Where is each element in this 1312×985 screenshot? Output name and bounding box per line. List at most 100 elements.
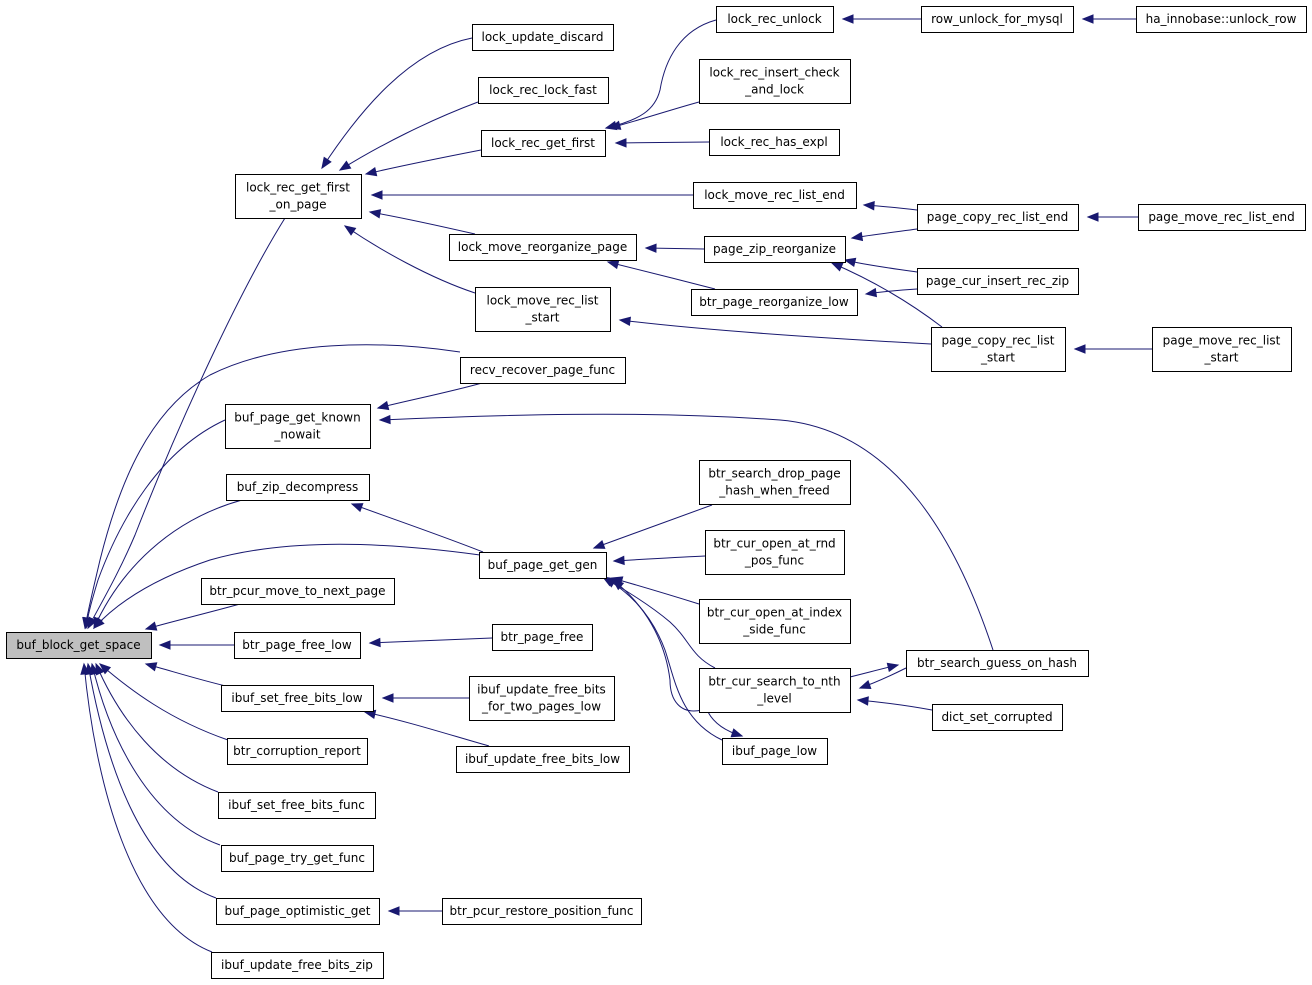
node-box [1152,327,1292,372]
edges-layer [80,14,1152,953]
node-ibuf-update-free-bits-zip[interactable]: ibuf_update_free_bits_zip [211,952,384,979]
arrowhead-lmrle-to-lrgfop [370,190,383,200]
node-buf-block-get-space[interactable]: buf_block_get_space [6,632,152,659]
node-btr-cur-open-at-rnd-pos-func[interactable]: btr_cur_open_at_rnd _pos_func [705,530,845,575]
edge-bptgf-to-root [91,663,221,846]
node-label-line: _pos_func [744,554,804,568]
node-ibuf-set-free-bits-func[interactable]: ibuf_set_free_bits_func [218,792,376,819]
edge-dsc-to-bcstnl [857,699,933,711]
arrowhead-bprpf-to-bpog [387,906,400,916]
node-lock-rec-has-expl[interactable]: lock_rec_has_expl [709,129,840,156]
node-box [709,129,840,156]
node-label-line: ha_innobase::unlock_row [1146,12,1297,26]
node-label-line: btr_page_free_low [242,638,352,652]
node-label-line: buf_page_get_known [234,411,360,425]
node-label-line: _on_page [269,198,327,212]
node-ibuf-set-free-bits-low[interactable]: ibuf_set_free_bits_low [221,685,374,712]
node-lock-rec-insert-check-and-lock[interactable]: lock_rec_insert_check_and_lock [699,59,851,104]
arrowhead-bpmnp-to-root [144,621,158,631]
arrowhead-pcrls-to-lmrls [618,316,631,326]
edge-lud-to-lrgfop [321,37,473,169]
node-ibuf-update-free-bits-low[interactable]: ibuf_update_free_bits_low [456,746,630,773]
edge-pcirz-to-pzr [844,259,918,273]
node-lock-rec-lock-fast[interactable]: lock_rec_lock_fast [478,77,609,104]
node-box [705,530,845,575]
node-lock-rec-unlock[interactable]: lock_rec_unlock [716,6,834,33]
node-buf-page-try-get-func[interactable]: buf_page_try_get_func [221,845,374,872]
node-label-line: _start [980,351,1015,365]
node-box [456,746,630,773]
node-label-line: lock_rec_has_expl [720,135,827,149]
node-buf-page-get-gen[interactable]: buf_page_get_gen [479,552,607,579]
arrowhead-lrica-to-lrgf [608,120,622,130]
node-ibuf-update-free-bits-for-two-pages-low[interactable]: ibuf_update_free_bits_for_two_pages_low [469,676,615,721]
arrowhead-bsgoh-to-bcstnl [858,680,872,690]
node-page-zip-reorganize[interactable]: page_zip_reorganize [704,236,846,263]
node-label-line: page_cur_insert_rec_zip [926,274,1069,288]
node-label-line: page_move_rec_list [1163,334,1281,348]
node-box [478,77,609,104]
node-btr-search-guess-on-hash[interactable]: btr_search_guess_on_hash [906,650,1089,677]
arrowhead-dsc-to-bcstnl [856,696,869,706]
node-btr-page-reorganize-low[interactable]: btr_page_reorganize_low [691,289,858,316]
node-ha-innobase-unlock-row[interactable]: ha_innobase::unlock_row [1136,6,1307,33]
node-btr-corruption-report[interactable]: btr_corruption_report [227,738,368,765]
node-box [221,845,374,872]
node-label-line: btr_cur_open_at_rnd [713,537,835,551]
arrowhead-bpgg-to-bzd [350,503,364,513]
node-btr-pcur-restore-position-func[interactable]: btr_pcur_restore_position_func [442,898,642,925]
node-btr-page-free-low[interactable]: btr_page_free_low [234,632,361,659]
edge-bcorp-to-bpgg [613,555,706,562]
node-btr-cur-open-at-index-side-func[interactable]: btr_cur_open_at_index_side_func [699,599,851,644]
edge-lmrls-to-lrgfop [344,225,476,294]
edge-isfbf-to-root [95,663,219,793]
edge-lrica-to-lrgf [609,101,700,129]
node-label-line: page_zip_reorganize [713,242,836,256]
node-page-move-rec-list-start[interactable]: page_move_rec_list_start [1152,327,1292,372]
node-lock-move-rec-list-start[interactable]: lock_move_rec_list_start [475,287,611,332]
arrowhead-bsgoh-to-bpgkn [378,414,391,425]
node-lock-update-discard[interactable]: lock_update_discard [472,24,614,51]
nodes-layer: buf_block_get_spacelock_rec_get_first_on… [6,6,1307,979]
edge-pcrls-to-pzr [831,262,943,328]
node-page-copy-rec-list-start[interactable]: page_copy_rec_list_start [931,327,1066,372]
edge-lrhe-to-lrgf [615,141,710,144]
node-label-line: recv_recover_page_func [470,363,615,377]
arrowhead-haur-to-rufm [1081,14,1094,24]
node-recv-recover-page-func[interactable]: recv_recover_page_func [460,357,626,384]
node-lock-move-rec-list-end[interactable]: lock_move_rec_list_end [693,182,857,209]
node-label-line: btr_search_drop_page [708,467,840,481]
node-box [216,898,380,925]
edge-pcrls-to-lmrls [619,319,932,345]
node-box [469,676,615,721]
node-buf-zip-decompress[interactable]: buf_zip_decompress [226,474,370,501]
node-btr-cur-search-to-nth-level[interactable]: btr_cur_search_to_nth_level [699,668,851,713]
node-ibuf-page-low[interactable]: ibuf_page_low [722,738,828,765]
arrowhead-bprl-to-lmrp [606,259,620,270]
node-page-move-rec-list-end[interactable]: page_move_rec_list_end [1138,204,1306,231]
node-buf-page-optimistic-get[interactable]: buf_page_optimistic_get [216,898,380,925]
node-lock-move-reorganize-page[interactable]: lock_move_reorganize_page [449,234,637,261]
node-btr-page-free[interactable]: btr_page_free [492,624,593,651]
node-btr-pcur-move-to-next-page[interactable]: btr_pcur_move_to_next_page [201,578,395,605]
node-page-copy-rec-list-end[interactable]: page_copy_rec_list_end [917,204,1079,231]
node-label-line: row_unlock_for_mysql [931,12,1063,26]
node-lock-rec-get-first[interactable]: lock_rec_get_first [481,130,606,157]
node-box [691,289,858,316]
node-dict-set-corrupted[interactable]: dict_set_corrupted [932,704,1063,731]
node-lock-rec-get-first-on-page[interactable]: lock_rec_get_first_on_page [235,174,362,219]
node-label-line: _for_two_pages_low [481,700,601,714]
node-box [449,234,637,261]
edge-rrpf-to-root [84,344,461,629]
edge-lrlf-to-lrgfop [339,101,479,171]
arrowhead-pcirz-to-pzr [843,257,857,268]
node-label-line: lock_rec_insert_check [709,66,839,80]
node-box [227,738,368,765]
arrowhead-iufbtp-to-isfbl [381,693,394,703]
node-btr-search-drop-page-hash-when-freed[interactable]: btr_search_drop_page_hash_when_freed [699,460,851,505]
node-row-unlock-for-mysql[interactable]: row_unlock_for_mysql [921,6,1074,33]
node-buf-page-get-known-nowait[interactable]: buf_page_get_known_nowait [225,404,371,449]
node-page-cur-insert-rec-zip[interactable]: page_cur_insert_rec_zip [917,268,1079,295]
arrowhead-lrhe-to-lrgf [614,138,627,148]
